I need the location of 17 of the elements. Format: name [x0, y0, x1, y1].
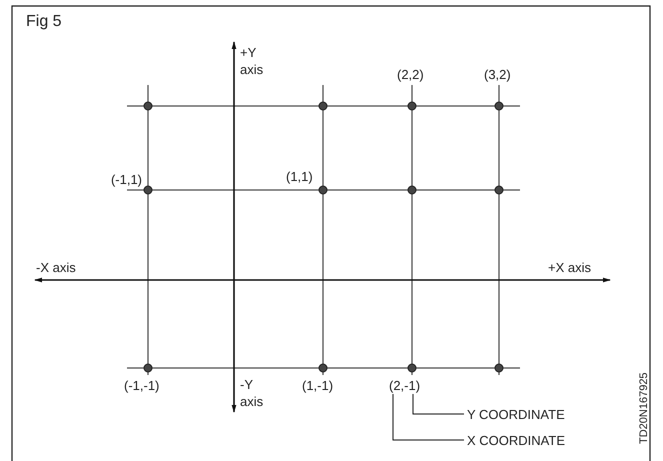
- figure-title: Fig 5: [26, 13, 62, 30]
- coordinate-label: (2,2): [397, 66, 424, 83]
- leader-line: [392, 394, 464, 440]
- coordinate-label: (2,-1): [389, 377, 420, 394]
- leader-label: X COORDINATE: [467, 432, 565, 449]
- figure-code: TD20N167925: [637, 372, 651, 444]
- axis-label: -Y axis: [240, 376, 264, 410]
- coordinate-label: (3,2): [484, 66, 511, 83]
- axis-label: +Y axis: [240, 44, 264, 78]
- coordinate-label: (-1,1): [110, 171, 142, 188]
- coordinate-label: (1,1): [286, 168, 313, 185]
- coordinate-label: (1,-1): [302, 377, 334, 394]
- leader-line: [412, 394, 464, 414]
- axis-label: -X axis: [36, 259, 76, 276]
- leader-label: Y COORDINATE: [467, 406, 565, 423]
- coordinate-label: (-1,-1): [124, 377, 160, 394]
- axis-label: +X axis: [548, 259, 591, 276]
